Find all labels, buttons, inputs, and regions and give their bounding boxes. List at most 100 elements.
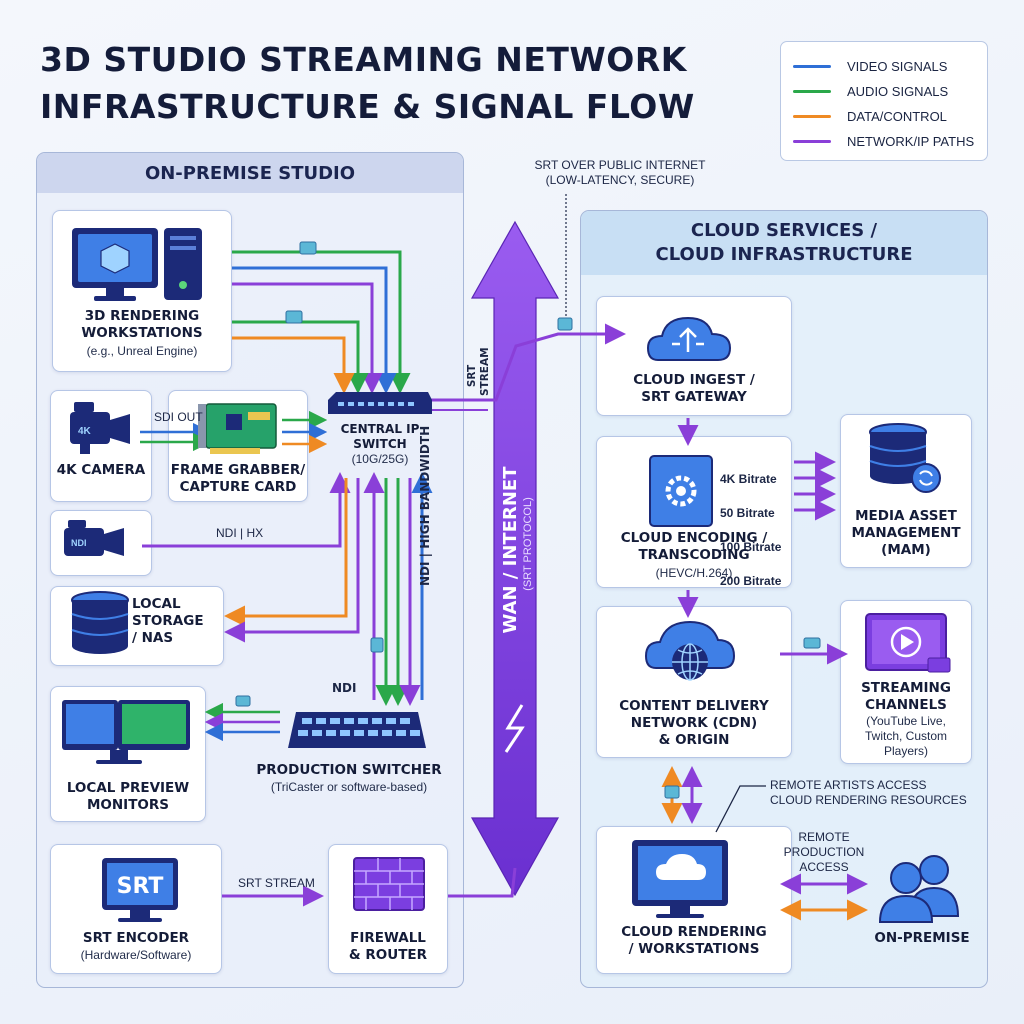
switcher-links [363, 472, 433, 706]
monitors-title: LOCAL PREVIEW MONITORS [66, 780, 190, 813]
legend-item-network: NETWORK/IP PATHS [793, 129, 975, 154]
sdi-links [140, 422, 212, 452]
ndi-high-bandwidth-label: NDI | HIGH BANDWIDTH [418, 425, 432, 586]
legend-swatch-video [793, 65, 831, 68]
legend-label-data: DATA/CONTROL [847, 109, 947, 124]
wan-label: WAN / INTERNET [500, 466, 521, 634]
ndi-label: NDI [332, 681, 357, 695]
sdi-out-label: SDI OUT [154, 410, 203, 424]
legend-item-audio: AUDIO SIGNALS [793, 79, 975, 104]
remote-production-links [780, 873, 868, 921]
camera-badge: 4K [78, 426, 92, 437]
legend-swatch-network [793, 140, 831, 143]
cloud-rendering-title: CLOUD RENDERING / WORKSTATIONS [621, 924, 767, 957]
monitor-links [204, 702, 280, 742]
srt-stream-label: SRT STREAM [238, 876, 315, 890]
streaming-sub: (YouTube Live, Twitch, Custom Players) [864, 714, 948, 758]
srt-encoder-sub: (Hardware/Software) [80, 948, 192, 962]
workstation-links [232, 250, 411, 394]
firewall-wan-link [448, 867, 517, 898]
legend: VIDEO SIGNALS AUDIO SIGNALS DATA/CONTROL… [780, 41, 988, 161]
legend-item-data: DATA/CONTROL [793, 104, 975, 129]
srt-encoder-title: SRT ENCODER [82, 930, 190, 946]
packet-icon [285, 310, 303, 324]
ndi-camera-badge: NDI [71, 538, 87, 548]
srt-screen-text: SRT [117, 874, 164, 899]
packet-icon [235, 695, 251, 707]
packet-icon [299, 241, 317, 255]
legend-swatch-data [793, 115, 831, 118]
packet-icon [803, 637, 821, 649]
users-icon [878, 855, 960, 923]
network-switch-icon [328, 392, 432, 414]
title-line-2: INFRASTRUCTURE & SIGNAL FLOW [40, 87, 695, 126]
legend-label-video: VIDEO SIGNALS [847, 59, 948, 74]
legend-label-audio: AUDIO SIGNALS [847, 84, 949, 99]
camera-title: 4K CAMERA [56, 462, 146, 478]
wan-note: SRT OVER PUBLIC INTERNET (LOW-LATENCY, S… [534, 158, 706, 187]
bitrate-200: 200 Bitrate [720, 574, 782, 588]
cloud-ingest-title: CLOUD INGEST / SRT GATEWAY [633, 372, 755, 405]
gear-document-icon [649, 455, 713, 527]
camera-node[interactable] [50, 390, 152, 502]
packet-icon [370, 637, 384, 653]
streaming-title: STREAMING CHANNELS [861, 680, 951, 713]
ndi-hx-label: NDI | HX [216, 526, 264, 540]
bitrate-4k: 4K Bitrate [720, 472, 777, 486]
firewall-icon [353, 857, 425, 911]
cloud-header: CLOUD SERVICES / CLOUD INFRASTRUCTURE [581, 211, 987, 275]
cloud-encoding-sub: (HEVC/H.264) [655, 566, 733, 580]
production-switcher-sub: (TriCaster or software-based) [270, 780, 428, 794]
bitrate-links [794, 451, 836, 521]
capture-card-icon [198, 403, 277, 454]
firewall-title: FIREWALL & ROUTER [348, 930, 428, 963]
desktop-tower-icon [72, 228, 202, 301]
dual-monitor-icon [62, 700, 190, 764]
production-switcher-title: PRODUCTION SWITCHER [256, 762, 442, 778]
switch-title: CENTRAL IP SWITCH [340, 422, 420, 451]
cloud-upload-icon [646, 316, 732, 361]
bitrate-50: 50 Bitrate [720, 506, 775, 520]
wan-sub-label: (SRT PROTOCOL) [522, 497, 534, 591]
switch-cloud-link [430, 323, 626, 402]
capture-links [282, 410, 328, 454]
legend-label-network: NETWORK/IP PATHS [847, 134, 975, 149]
legend-swatch-audio [793, 90, 831, 93]
lightning-bolt-icon [504, 704, 525, 753]
srt-stream-vertical-label: SRT STREAM [466, 347, 491, 396]
remote-production-label: REMOTE PRODUCTION ACCESS [783, 830, 865, 874]
cloud-globe-icon [644, 620, 736, 681]
play-screen-icon [865, 613, 951, 673]
srt-monitor-icon: SRT [102, 858, 178, 922]
workstations-sub: (e.g., Unreal Engine) [86, 344, 198, 358]
remote-artists-pointer [715, 785, 766, 833]
legend-item-video: VIDEO SIGNALS [793, 54, 975, 79]
switcher-console-icon [288, 712, 426, 748]
on-premise-users-label: ON-PREMISE [874, 930, 970, 946]
wan-arrow [470, 220, 560, 897]
on-premise-header: ON-PREMISE STUDIO [37, 153, 463, 193]
video-camera-icon: 4K [70, 402, 130, 454]
cdn-title: CONTENT DELIVERY NETWORK (CDN) & ORIGIN [619, 698, 769, 748]
cloud-encoding-title: CLOUD ENCODING / TRANSCODING [620, 530, 768, 563]
workstations-title: 3D RENDERING WORKSTATIONS [81, 308, 203, 341]
storage-network-link [224, 478, 360, 643]
storage-data-link [224, 478, 348, 627]
page-title: 3D STUDIO STREAMING NETWORK INFRASTRUCTU… [40, 36, 695, 130]
storage-title: LOCAL STORAGE / NAS [132, 596, 204, 646]
bitrate-list: 4K Bitrate 50 Bitrate 100 Bitrate 200 Bi… [720, 454, 781, 607]
ndi-hx-link [142, 472, 351, 548]
database-icon [71, 591, 129, 654]
frame-grabber-title: FRAME GRABBER/ CAPTURE CARD [170, 462, 306, 495]
ndi-camera-icon: NDI [64, 520, 124, 556]
remote-artists-label: REMOTE ARTISTS ACCESS CLOUD RENDERING RE… [770, 778, 967, 807]
switch-sub: (10G/25G) [351, 452, 409, 466]
packet-icon [664, 785, 680, 799]
mam-title: MEDIA ASSET MANAGEMENT (MAM) [851, 508, 961, 558]
bitrate-100: 100 Bitrate [720, 540, 782, 554]
cloud-monitor-icon [632, 840, 728, 918]
database-sync-icon [869, 423, 941, 493]
packet-icon [557, 317, 573, 331]
